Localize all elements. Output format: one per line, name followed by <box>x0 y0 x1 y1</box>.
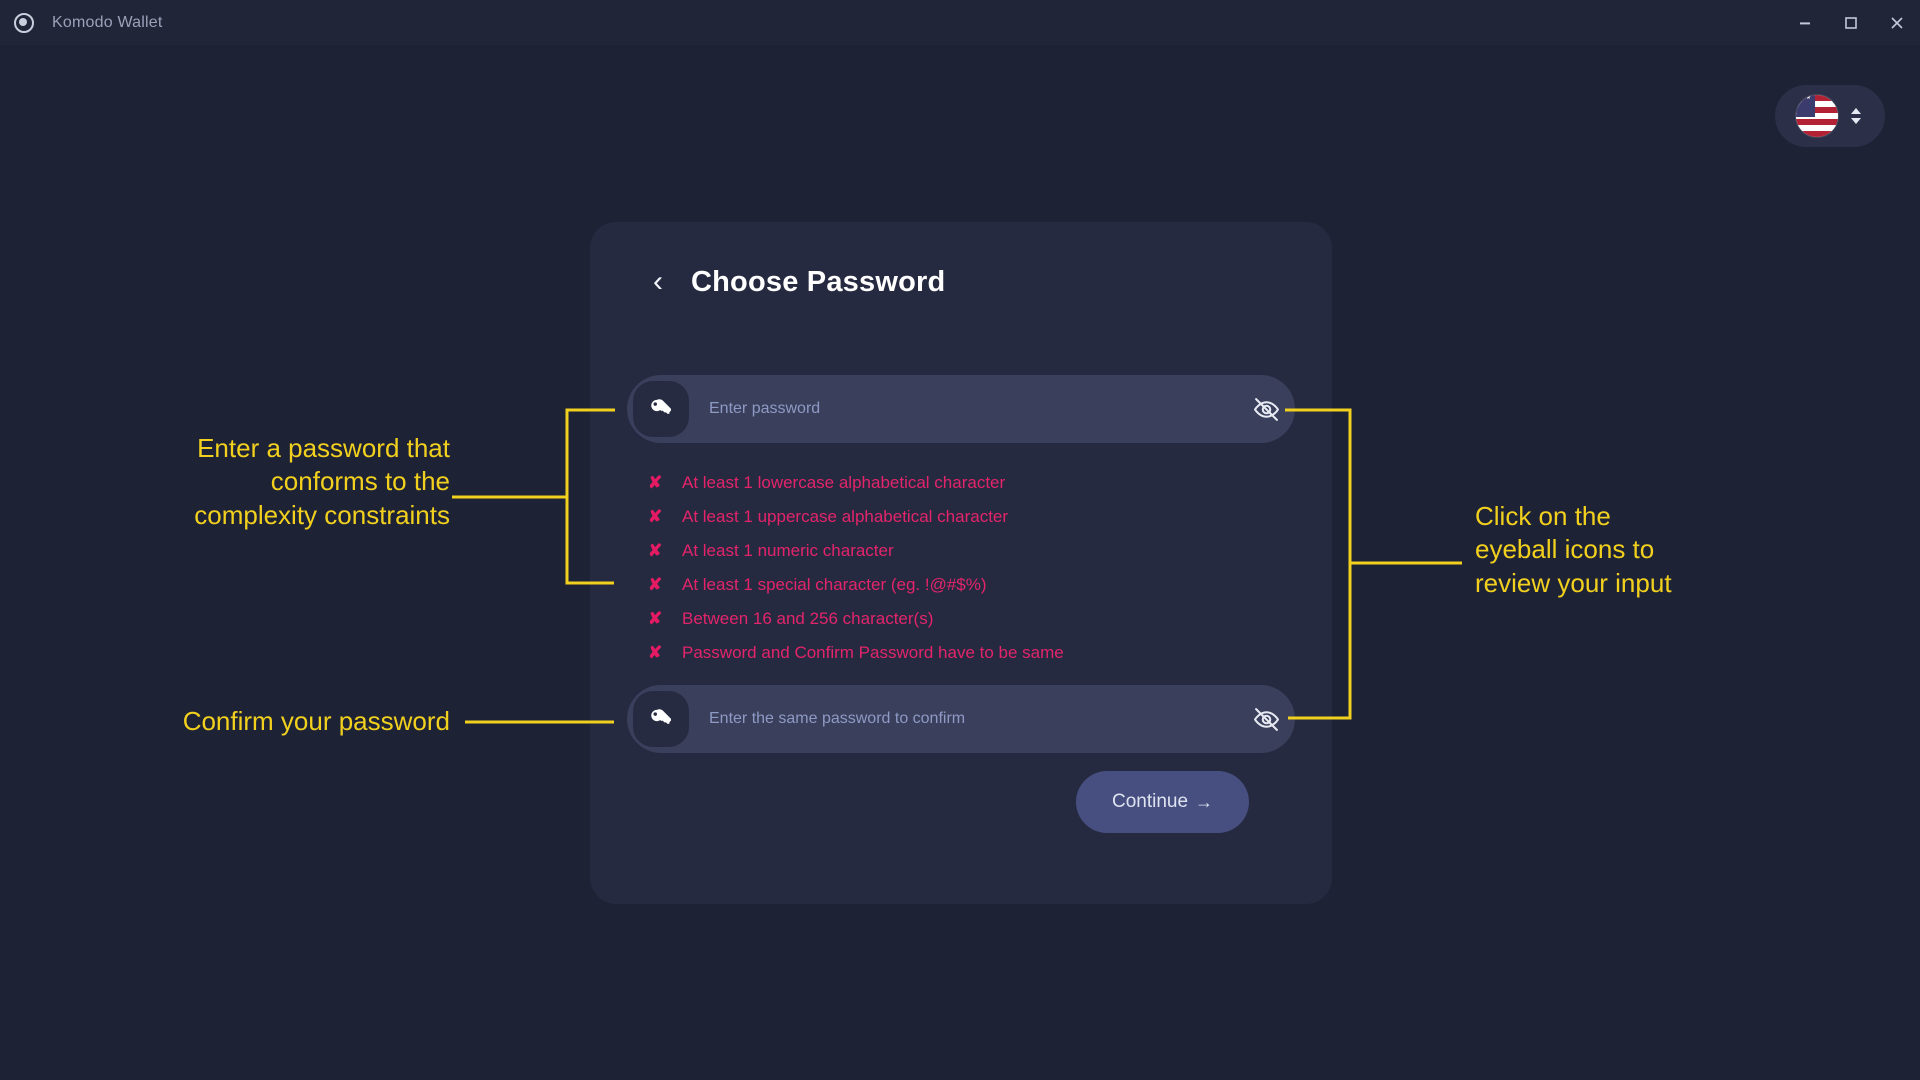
rule-item: ✘ Between 16 and 256 character(s) <box>648 602 1268 636</box>
chevron-up-down-icon <box>1848 104 1864 128</box>
rule-label: Between 16 and 256 character(s) <box>682 609 934 628</box>
annotation-password-complexity: Enter a password that conforms to the co… <box>194 433 450 530</box>
continue-label: Continue <box>1111 791 1189 812</box>
key-icon <box>633 381 689 437</box>
close-icon <box>1891 16 1903 29</box>
confirm-password-field[interactable] <box>627 685 1295 753</box>
rule-fail-icon: ✘ <box>648 507 663 526</box>
rule-item: ✘ At least 1 lowercase alphabetical char… <box>648 466 1268 500</box>
rule-item: ✘ Password and Confirm Password have to … <box>648 636 1268 670</box>
rule-label: At least 1 numeric character <box>682 541 894 560</box>
password-rules-list: ✘ At least 1 lowercase alphabetical char… <box>648 466 1268 670</box>
rule-label: At least 1 special character (eg. !@#$%) <box>682 575 987 594</box>
language-selector[interactable] <box>1775 85 1885 147</box>
rule-fail-icon: ✘ <box>648 575 663 594</box>
rule-item: ✘ At least 1 uppercase alphabetical char… <box>648 500 1268 534</box>
key-icon <box>633 691 689 747</box>
password-visibility-toggle[interactable] <box>1237 375 1295 443</box>
card-header: ‹ Choose Password <box>590 222 1332 342</box>
continue-button[interactable]: Continue → <box>1076 771 1249 833</box>
rule-label: At least 1 lowercase alphabetical charac… <box>682 473 1006 492</box>
rule-item: ✘ At least 1 special character (eg. !@#$… <box>648 568 1268 602</box>
rule-label: At least 1 uppercase alphabetical charac… <box>682 507 1009 526</box>
maximize-icon <box>1845 16 1857 29</box>
back-button[interactable]: ‹ <box>653 265 663 298</box>
komodo-logo-icon <box>14 12 34 33</box>
rule-fail-icon: ✘ <box>648 541 663 560</box>
confirm-password-visibility-toggle[interactable] <box>1237 685 1295 753</box>
eye-off-icon <box>1253 397 1279 421</box>
rule-fail-icon: ✘ <box>648 609 663 628</box>
app-title: Komodo Wallet <box>52 13 163 31</box>
arrow-right-icon: → <box>1195 791 1214 812</box>
page-title: Choose Password <box>691 265 946 298</box>
annotation-confirm-password: Confirm your password <box>182 706 450 736</box>
password-field[interactable] <box>627 375 1295 443</box>
title-bar: Komodo Wallet <box>0 0 1920 45</box>
password-input[interactable] <box>709 400 1237 418</box>
annotation-eyeball-icons: Click on the eyeball icons to review you… <box>1475 501 1672 598</box>
minimize-button[interactable] <box>1782 0 1828 45</box>
choose-password-card: ‹ Choose Password ✘ At l <box>590 222 1332 904</box>
rule-fail-icon: ✘ <box>648 643 663 662</box>
rule-label: Password and Confirm Password have to be… <box>682 643 1064 662</box>
rule-item: ✘ At least 1 numeric character <box>648 534 1268 568</box>
close-button[interactable] <box>1874 0 1920 45</box>
maximize-button[interactable] <box>1828 0 1874 45</box>
us-flag-icon <box>1796 95 1838 137</box>
eye-off-icon <box>1253 707 1279 731</box>
confirm-password-input[interactable] <box>709 710 1237 728</box>
rule-fail-icon: ✘ <box>648 473 663 492</box>
minimize-icon <box>1800 21 1810 24</box>
